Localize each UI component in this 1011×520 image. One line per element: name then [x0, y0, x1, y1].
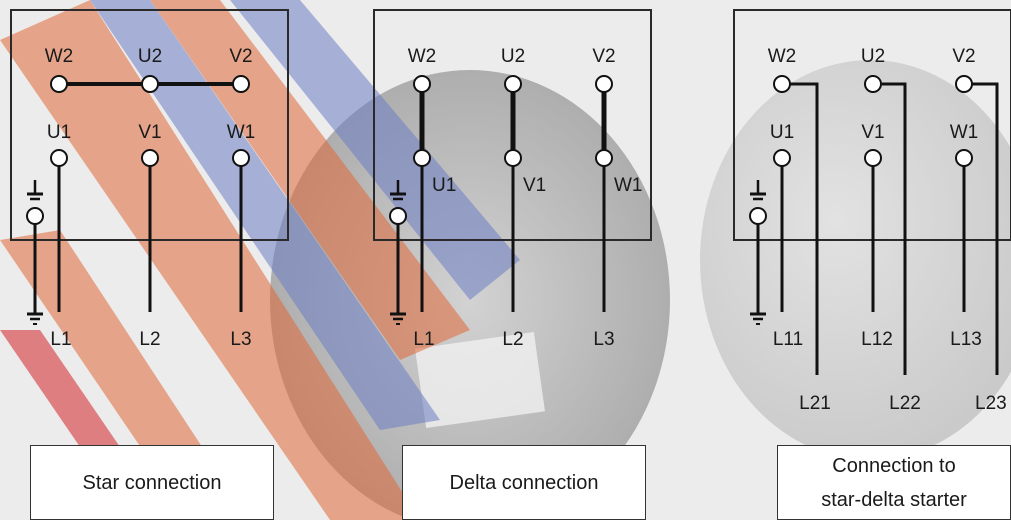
label-l1: L1	[50, 329, 72, 350]
label-l1: L1	[413, 329, 435, 350]
caption-text: Delta connection	[449, 471, 599, 494]
label-u1: U1	[46, 122, 72, 143]
star-connection-caption: Star connection	[30, 445, 274, 520]
label-l3: L3	[593, 329, 615, 350]
label-w2: W2	[44, 46, 74, 67]
label-l21: L21	[799, 393, 831, 414]
terminal-u1-circle	[413, 149, 431, 167]
ground-symbol-icon	[390, 180, 406, 201]
ground-symbol-icon	[27, 180, 43, 201]
wire-l23	[972, 82, 999, 375]
label-w2: W2	[407, 46, 437, 67]
label-u2: U2	[137, 46, 163, 67]
terminal-v1-circle	[141, 149, 159, 167]
label-l2: L2	[139, 329, 161, 350]
label-w2: W2	[767, 46, 797, 67]
ground-symbol-icon	[750, 180, 766, 201]
label-v2: V2	[952, 46, 976, 67]
label-l2: L2	[502, 329, 524, 350]
label-l3: L3	[230, 329, 252, 350]
terminal-w2-circle	[773, 75, 791, 93]
label-v1: V1	[523, 175, 547, 196]
motor-nameplate-shape	[415, 332, 545, 428]
label-w1: W1	[226, 122, 256, 143]
caption-text-line-1: Connection to	[832, 454, 956, 477]
label-l22: L22	[889, 393, 921, 414]
label-l13: L13	[950, 329, 982, 350]
label-u1: U1	[769, 122, 795, 143]
terminal-w2-circle	[413, 75, 431, 93]
star-delta-starter-caption: Connection to star-delta starter	[777, 445, 1011, 520]
terminal-u2-circle	[504, 75, 522, 93]
orange-stripe-shape	[0, 0, 420, 520]
label-u1: U1	[432, 175, 457, 196]
terminal-v1-circle	[864, 149, 882, 167]
label-v2: V2	[592, 46, 616, 67]
terminal-u2-circle	[864, 75, 882, 93]
terminal-v2-circle	[955, 75, 973, 93]
terminal-pe-circle	[26, 207, 44, 225]
ground-earth-icon	[390, 312, 406, 325]
terminal-v2-circle	[232, 75, 250, 93]
terminal-u1-circle	[50, 149, 68, 167]
terminal-u2-circle	[141, 75, 159, 93]
label-u2: U2	[500, 46, 526, 67]
label-w1: W1	[949, 122, 979, 143]
label-v2: V2	[229, 46, 253, 67]
blue-stripe-shape	[90, 0, 440, 430]
caption-text: Star connection	[82, 471, 222, 494]
wire-l21	[790, 82, 819, 375]
terminal-v1-circle	[504, 149, 522, 167]
terminal-v2-circle	[595, 75, 613, 93]
delta-connection-caption: Delta connection	[402, 445, 646, 520]
label-l12: L12	[861, 329, 893, 350]
terminal-pe-circle	[749, 207, 767, 225]
label-l11: L11	[772, 329, 804, 350]
terminal-w1-circle	[232, 149, 250, 167]
label-v1: V1	[861, 122, 885, 143]
ground-earth-icon	[750, 312, 766, 325]
terminal-w1-circle	[955, 149, 973, 167]
caption-text-line-2: star-delta starter	[821, 488, 967, 511]
label-w1: W1	[614, 175, 643, 196]
orange-stripe-shape	[150, 0, 470, 360]
label-l23: L23	[975, 393, 1007, 414]
label-v1: V1	[138, 122, 162, 143]
ground-earth-icon	[27, 312, 43, 325]
terminal-w2-circle	[50, 75, 68, 93]
terminal-w1-circle	[595, 149, 613, 167]
wire-l22	[882, 82, 907, 375]
label-u2: U2	[860, 46, 886, 67]
terminal-u1-circle	[773, 149, 791, 167]
terminal-pe-circle	[389, 207, 407, 225]
